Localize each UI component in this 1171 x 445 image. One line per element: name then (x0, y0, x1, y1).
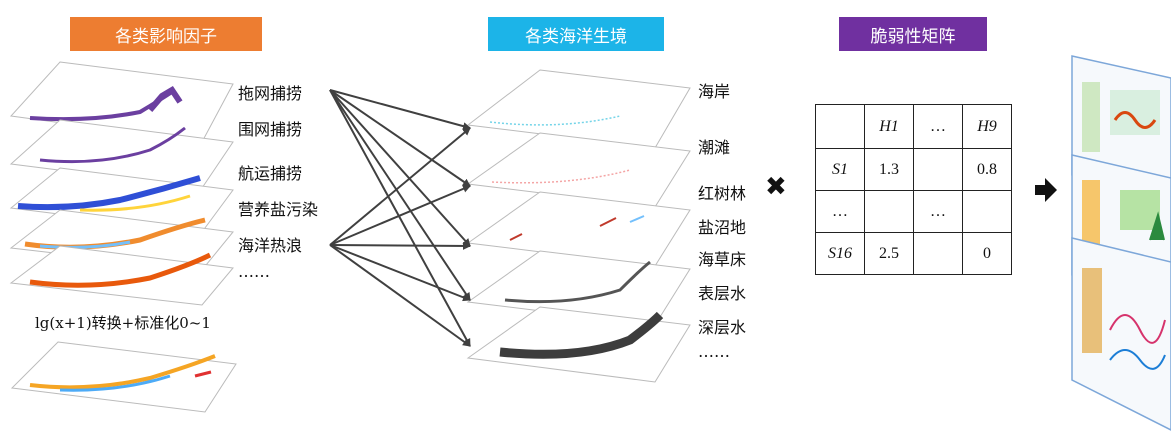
factor-label: …… (238, 262, 270, 281)
factor-layer-normalized (10, 341, 237, 413)
matrix-row: H1 … H9 (815, 104, 1012, 149)
habitat-map-layers (466, 69, 691, 383)
matrix-cell (815, 104, 865, 149)
factor-label: 拖网捕捞 (238, 84, 303, 103)
habitats-header: 各类海洋生境 (488, 17, 664, 51)
habitat-label: 海岸 (698, 82, 731, 101)
factor-habitat-arrows (329, 89, 471, 347)
matrix-row: S16 2.5 0 (815, 232, 1012, 275)
habitat-layer-1 (466, 69, 691, 149)
matrix-cell: H1 (864, 104, 914, 149)
factor-layer-5 (9, 245, 234, 306)
habitat-label: 红树林 (698, 184, 747, 203)
right-arrow-icon (1035, 178, 1057, 202)
habitat-label: 海草床 (698, 250, 747, 269)
habitat-label: 潮滩 (698, 138, 731, 157)
factor-label: 航运捕捞 (238, 164, 303, 183)
factors-header: 各类影响因子 (70, 17, 262, 51)
matrix-cell: … (815, 190, 865, 233)
matrix-row: S1 1.3 0.8 (815, 148, 1012, 191)
habitat-label: …… (698, 342, 730, 361)
matrix-cell (913, 232, 963, 275)
matrix-cell: … (913, 190, 963, 233)
habitat-label: 深层水 (698, 318, 747, 337)
matrix-cell (864, 190, 914, 233)
vulnerability-matrix: H1 … H9 S1 1.3 0.8 … … S16 2.5 0 (815, 104, 1012, 275)
matrix-cell: H9 (962, 104, 1012, 149)
matrix-cell (962, 190, 1012, 233)
factor-label: 营养盐污染 (238, 200, 319, 219)
matrix-cell: 0 (962, 232, 1012, 275)
matrix-row: … … (815, 190, 1012, 233)
multiply-icon: ✖ (765, 172, 787, 202)
matrix-cell: 0.8 (962, 148, 1012, 191)
matrix-cell: 2.5 (864, 232, 914, 275)
habitat-label: 表层水 (698, 284, 747, 303)
habitat-layer-5 (466, 306, 691, 383)
transform-label: lg(x+1)转换+标准化0~1 (35, 314, 211, 332)
factor-label: 海洋热浪 (238, 236, 303, 255)
matrix-cell (913, 148, 963, 191)
matrix-header: 脆弱性矩阵 (839, 17, 987, 51)
factor-map-layers (9, 61, 237, 413)
matrix-cell: S1 (815, 148, 865, 191)
factor-label: 围网捕捞 (238, 120, 303, 139)
habitat-label: 盐沼地 (698, 218, 747, 237)
matrix-cell: S16 (815, 232, 865, 275)
result-pages (1071, 55, 1171, 431)
matrix-cell: … (913, 104, 963, 149)
matrix-cell: 1.3 (864, 148, 914, 191)
